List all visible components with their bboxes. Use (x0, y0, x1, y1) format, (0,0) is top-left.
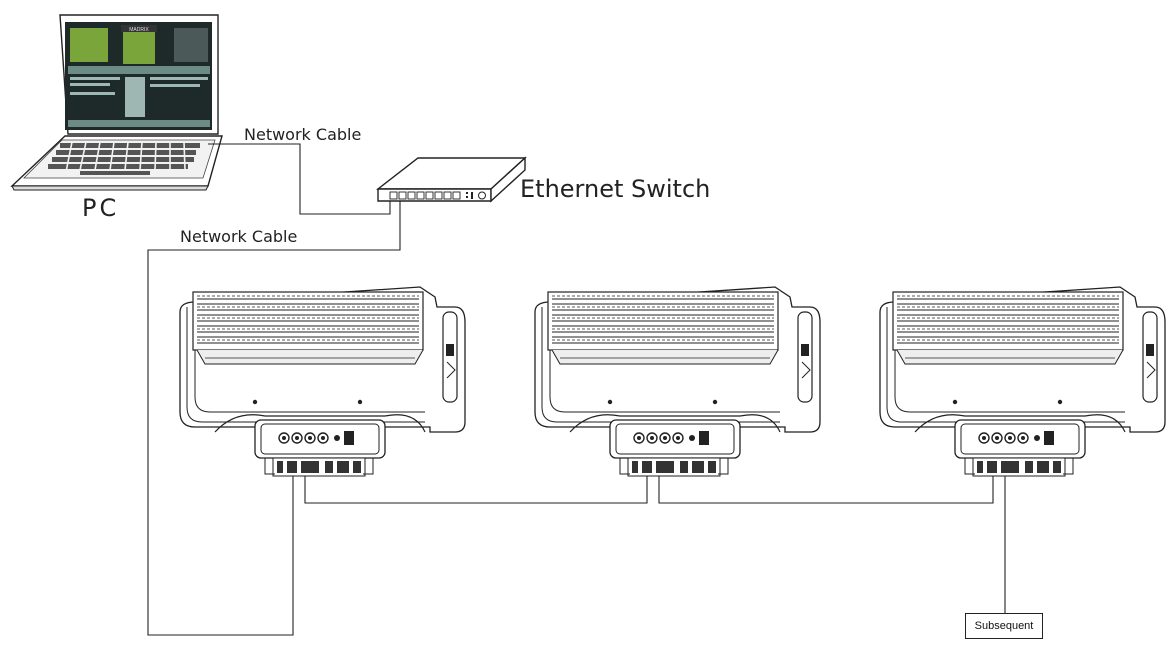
pc-laptop: MADRIX (10, 14, 223, 191)
fixture-1 (179, 286, 466, 477)
fixture-3 (879, 286, 1166, 477)
subsequent-box: Subsequent (965, 613, 1043, 639)
network-cable-switch-fixture (147, 201, 401, 636)
cables (147, 143, 1006, 636)
ethernet-switch-label: Ethernet Switch (520, 175, 711, 203)
screen-logo: MADRIX (129, 27, 149, 33)
link-cable-1-2 (304, 470, 648, 504)
network-cable-pc-switch (208, 143, 391, 215)
link-cable-2-3 (658, 470, 994, 504)
network-cable-label-left: Network Cable (180, 227, 298, 246)
fixture-2 (534, 286, 821, 477)
network-cable-label-top: Network Cable (244, 125, 362, 144)
pc-label: PC (82, 194, 120, 222)
ethernet-switch (375, 156, 527, 203)
